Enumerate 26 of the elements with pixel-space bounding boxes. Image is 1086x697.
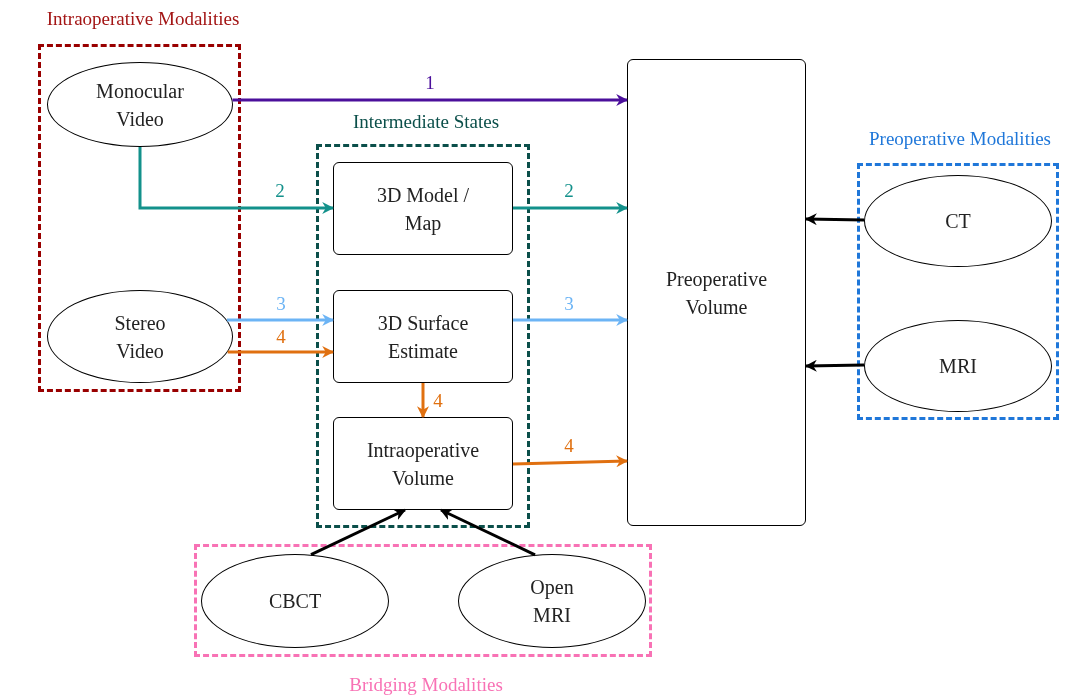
ellipse-node: MRI [864,320,1052,412]
ellipse-node: CT [864,175,1052,267]
arrow [417,383,429,419]
group-title: Preoperative Modalities [869,128,1051,148]
ellipse-node: CBCT [201,554,389,648]
process-box: Intraoperative Volume [333,417,513,510]
process-box: 3D Surface Estimate [333,290,513,383]
arrow [804,359,865,372]
process-box: Preoperative Volume [627,59,806,526]
ellipse-node: Stereo Video [47,290,233,383]
arrow [513,314,629,326]
group-title: Intermediate States [352,111,500,131]
arrow [227,346,335,358]
arrow [138,147,335,214]
ellipse-node: Monocular Video [47,62,233,147]
arrow [439,508,536,557]
arrow [513,202,629,214]
arrow [310,508,407,557]
group-title: Bridging Modalities [349,674,503,694]
ellipse-node: Open MRI [458,554,646,648]
arrow [226,314,335,326]
arrow [804,213,865,226]
group-title: Intraoperative Modalities [46,8,240,28]
arrow [232,94,629,106]
arrow [512,455,629,468]
process-box: 3D Model / Map [333,162,513,255]
